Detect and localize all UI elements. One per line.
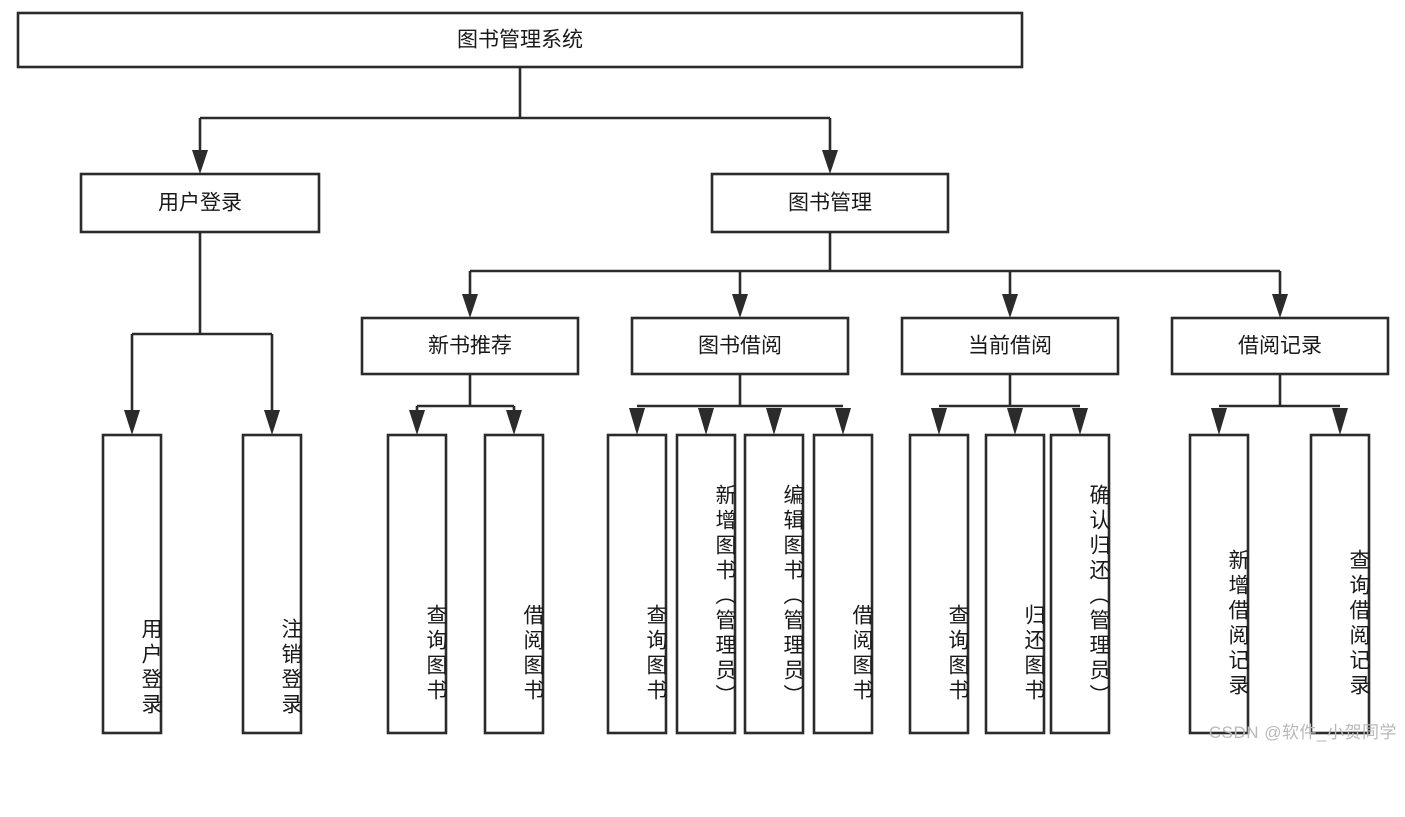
arrow-leaf-query-book-3 xyxy=(931,408,947,435)
arrow-leaf-edit-book xyxy=(766,408,782,435)
node-leaf-add-book[interactable] xyxy=(675,433,737,735)
watermark-text: CSDN @软件_小贺同学 xyxy=(1208,723,1397,742)
arrow-leaf-add-book xyxy=(698,408,714,435)
edges-layer xyxy=(124,67,1348,435)
node-leaf-logout[interactable] xyxy=(241,433,303,735)
node-leaf-return-book[interactable] xyxy=(984,433,1046,735)
node-borrow-record-label: 借阅记录 xyxy=(1238,335,1322,358)
node-book-manage-label: 图书管理 xyxy=(788,192,872,215)
arrow-user-login xyxy=(192,150,208,174)
arrow-leaf-borrow-book-2 xyxy=(835,408,851,435)
arrow-leaf-query-book-2 xyxy=(629,408,645,435)
flowchart-svg: 图书管理系统 用户登录 图书管理 新书推荐 图书借阅 当前借阅 借阅记录 xyxy=(16,11,1390,735)
node-user-login[interactable] xyxy=(79,172,321,234)
arrow-current-borrow xyxy=(1002,294,1018,318)
node-borrow-record[interactable] xyxy=(1170,316,1390,376)
arrow-leaf-return-book xyxy=(1007,408,1023,435)
nodes-layer: 图书管理系统 用户登录 图书管理 新书推荐 图书借阅 当前借阅 借阅记录 xyxy=(16,11,1390,735)
node-user-login-label: 用户登录 xyxy=(158,192,242,215)
node-book-borrow[interactable] xyxy=(630,316,850,376)
node-book-manage[interactable] xyxy=(710,172,950,234)
node-leaf-confirm-return[interactable] xyxy=(1049,433,1111,735)
arrow-book-manage xyxy=(822,150,838,174)
arrow-leaf-query-book-1 xyxy=(409,410,425,435)
node-new-book-rec-label: 新书推荐 xyxy=(428,335,512,358)
node-current-borrow-label: 当前借阅 xyxy=(968,335,1052,358)
node-leaf-query-book-3[interactable] xyxy=(908,433,970,735)
node-new-book-rec[interactable] xyxy=(360,316,580,376)
node-root-label: 图书管理系统 xyxy=(457,29,583,52)
node-leaf-query-book-1[interactable] xyxy=(386,433,448,735)
node-leaf-borrow-book-2[interactable] xyxy=(812,433,874,735)
node-leaf-add-record[interactable] xyxy=(1188,433,1250,735)
arrow-leaf-query-record xyxy=(1332,408,1348,435)
node-root[interactable] xyxy=(16,11,1024,69)
diagram-canvas: 图书管理系统 用户登录 图书管理 新书推荐 图书借阅 当前借阅 借阅记录 xyxy=(16,11,1397,742)
arrow-leaf-confirm-return xyxy=(1072,408,1088,435)
arrow-leaf-logout xyxy=(264,410,280,435)
arrow-leaf-user-login xyxy=(124,410,140,435)
node-current-borrow[interactable] xyxy=(900,316,1120,376)
arrow-book-borrow xyxy=(732,294,748,318)
arrow-leaf-borrow-book-1 xyxy=(506,410,522,435)
node-leaf-query-record[interactable] xyxy=(1309,433,1371,735)
node-book-borrow-label: 图书借阅 xyxy=(698,335,782,358)
arrow-borrow-record xyxy=(1272,294,1288,318)
arrow-leaf-add-record xyxy=(1211,408,1227,435)
node-leaf-query-book-2[interactable] xyxy=(606,433,668,735)
arrow-new-book-rec xyxy=(462,294,478,318)
node-leaf-user-login[interactable] xyxy=(101,433,163,735)
node-leaf-borrow-book-1[interactable] xyxy=(483,433,545,735)
node-leaf-edit-book[interactable] xyxy=(743,433,805,735)
